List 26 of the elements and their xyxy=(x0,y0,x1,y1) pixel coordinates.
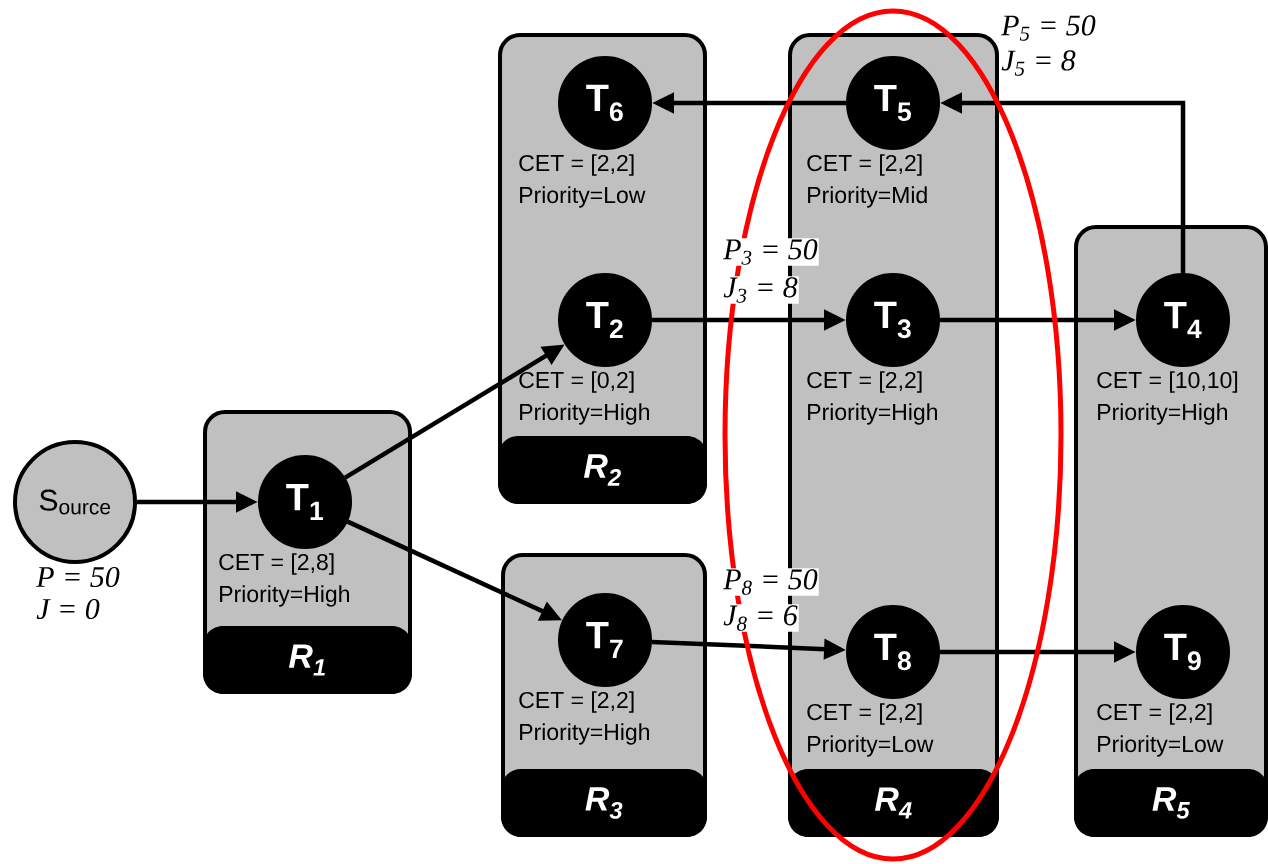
task-attribute: Priority=Low xyxy=(1098,735,1224,757)
task-attribute: Priority=Mid xyxy=(808,186,927,208)
task-attribute: Priority=High xyxy=(520,403,649,425)
parameter-label: P$_{8}$ = 50 xyxy=(722,568,819,596)
parameter-label: P$_{3}$ = 50 xyxy=(722,238,819,266)
task-attribute: CET = [0,2] xyxy=(519,371,634,393)
parameter-label: J$_{3}$ = 8 xyxy=(722,276,799,304)
parameter-label: J$_{8}$ = 6 xyxy=(722,604,799,632)
task-attribute: Priority=High xyxy=(520,723,649,745)
task-attribute: CET = [2,2] xyxy=(519,691,634,713)
task-attribute: CET = [2,2] xyxy=(807,703,922,725)
task-attribute: Priority=High xyxy=(220,585,349,607)
task-attribute: CET = [2,2] xyxy=(807,154,922,176)
parameter-label: P$_{5}$ = 50 xyxy=(1000,14,1097,42)
task-attribute: Priority=Low xyxy=(808,735,934,757)
task-attribute: CET = [2,2] xyxy=(1097,703,1212,725)
task-attribute: Priority=Low xyxy=(520,186,646,208)
task-attribute: Priority=High xyxy=(1098,403,1227,425)
parameter-label: P = 50 xyxy=(35,565,121,589)
task-attribute: Priority=High xyxy=(808,403,937,425)
parameter-label: J = 0 xyxy=(35,597,101,621)
task-attribute: CET = [10,10] xyxy=(1097,371,1238,393)
task-attribute: CET = [2,8] xyxy=(219,553,334,575)
task-attribute: CET = [2,2] xyxy=(807,371,922,393)
parameter-label: J$_{5}$ = 8 xyxy=(1000,49,1077,77)
task-attribute: CET = [2,2] xyxy=(519,154,634,176)
